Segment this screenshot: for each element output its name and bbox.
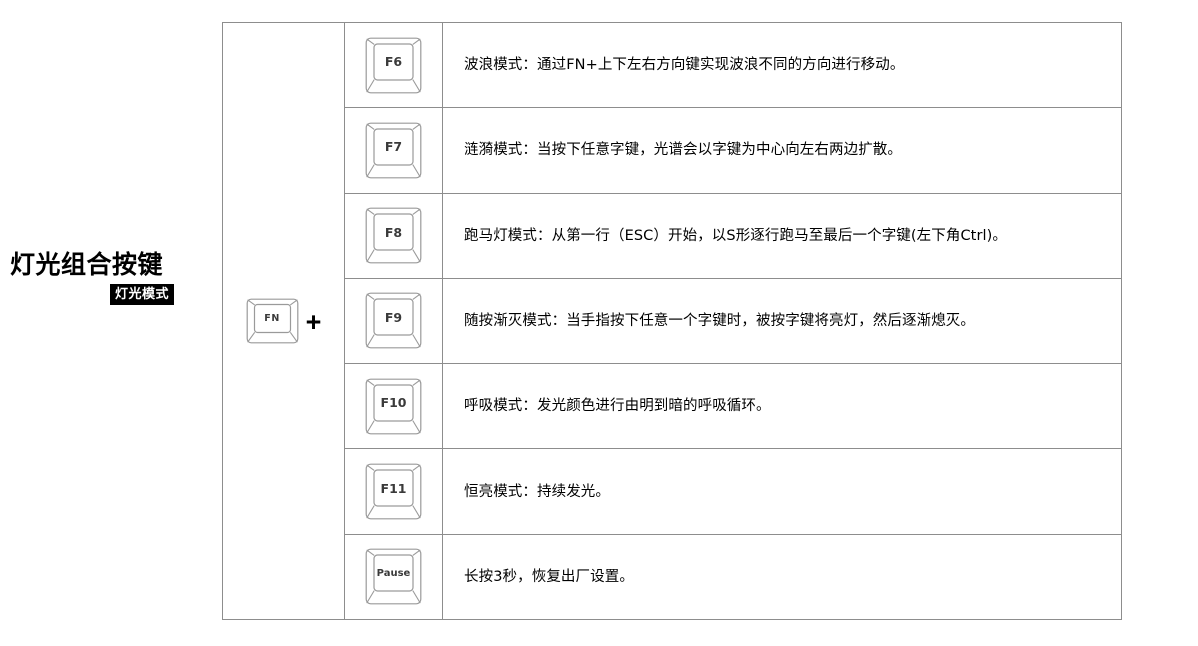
keycap-f9[interactable]: F9	[365, 292, 422, 349]
description-cell: 恒亮模式：持续发光。	[443, 449, 1121, 533]
description-cell: 随按渐灭模式：当手指按下任意一个字键时，被按字键将亮灯，然后逐渐熄灭。	[443, 279, 1121, 363]
description-text: 随按渐灭模式：当手指按下任意一个字键时，被按字键将亮灯，然后逐渐熄灭。	[464, 312, 975, 329]
description-cell: 长按3秒，恢复出厂设置。	[443, 535, 1121, 619]
keycap-f10[interactable]: F10	[365, 378, 422, 435]
key-cell: F9	[345, 278, 443, 364]
lighting-combo-table: FN + F6 波	[222, 22, 1122, 620]
table-row: F8 跑马灯模式：从第一行（ESC）开始，以S形逐行跑马至最后一个字键(左下角C…	[345, 193, 1121, 279]
table-row: F10 呼吸模式：发光颜色进行由明到暗的呼吸循环。	[345, 364, 1121, 450]
description-text: 恒亮模式：持续发光。	[464, 483, 610, 500]
lighting-combo-caption: 灯光组合按键 灯光模式	[10, 250, 174, 305]
description-text: 呼吸模式：发光颜色进行由明到暗的呼吸循环。	[464, 398, 771, 415]
description-text: 波浪模式：通过FN+上下左右方向键实现波浪不同的方向进行移动。	[464, 57, 905, 74]
key-cell: F10	[345, 364, 443, 449]
key-cell: Pause	[345, 534, 443, 619]
table-row: F7 涟漪模式：当按下任意字键，光谱会以字键为中心向左右两边扩散。	[345, 108, 1121, 194]
description-text: 长按3秒，恢复出厂设置。	[464, 568, 634, 585]
page-title: 灯光组合按键	[10, 251, 164, 279]
description-cell: 呼吸模式：发光颜色进行由明到暗的呼吸循环。	[443, 364, 1121, 448]
description-text: 跑马灯模式：从第一行（ESC）开始，以S形逐行跑马至最后一个字键(左下角Ctrl…	[464, 227, 1008, 244]
keycap-f11[interactable]: F11	[365, 463, 422, 520]
description-text: 涟漪模式：当按下任意字键，光谱会以字键为中心向左右两边扩散。	[464, 142, 902, 159]
keycap-f8[interactable]: F8	[365, 207, 422, 264]
keycap-fn[interactable]: FN	[246, 298, 299, 344]
table-row: F9 随按渐灭模式：当手指按下任意一个字键时，被按字键将亮灯，然后逐渐熄灭。	[345, 278, 1121, 365]
key-cell: F11	[345, 449, 443, 534]
combo-rows: F6 波浪模式：通过FN+上下左右方向键实现波浪不同的方向进行移动。	[345, 23, 1121, 619]
key-cell: F6	[345, 23, 443, 108]
description-cell: 波浪模式：通过FN+上下左右方向键实现波浪不同的方向进行移动。	[443, 23, 1121, 107]
description-cell: 涟漪模式：当按下任意字键，光谱会以字键为中心向左右两边扩散。	[443, 108, 1121, 192]
table-row: F6 波浪模式：通过FN+上下左右方向键实现波浪不同的方向进行移动。	[345, 23, 1121, 109]
keycap-f6[interactable]: F6	[365, 37, 422, 94]
key-cell: F7	[345, 108, 443, 193]
table-row: Pause 长按3秒，恢复出厂设置。	[345, 534, 1121, 619]
plus-icon: +	[305, 306, 322, 337]
table-row: F11 恒亮模式：持续发光。	[345, 449, 1121, 535]
description-cell: 跑马灯模式：从第一行（ESC）开始，以S形逐行跑马至最后一个字键(左下角Ctrl…	[443, 194, 1121, 278]
keycap-f7[interactable]: F7	[365, 122, 422, 179]
key-cell: F8	[345, 193, 443, 278]
status-badge: 灯光模式	[109, 284, 174, 305]
modifier-key-cell: FN +	[223, 23, 345, 619]
keycap-pause[interactable]: Pause	[365, 548, 422, 605]
